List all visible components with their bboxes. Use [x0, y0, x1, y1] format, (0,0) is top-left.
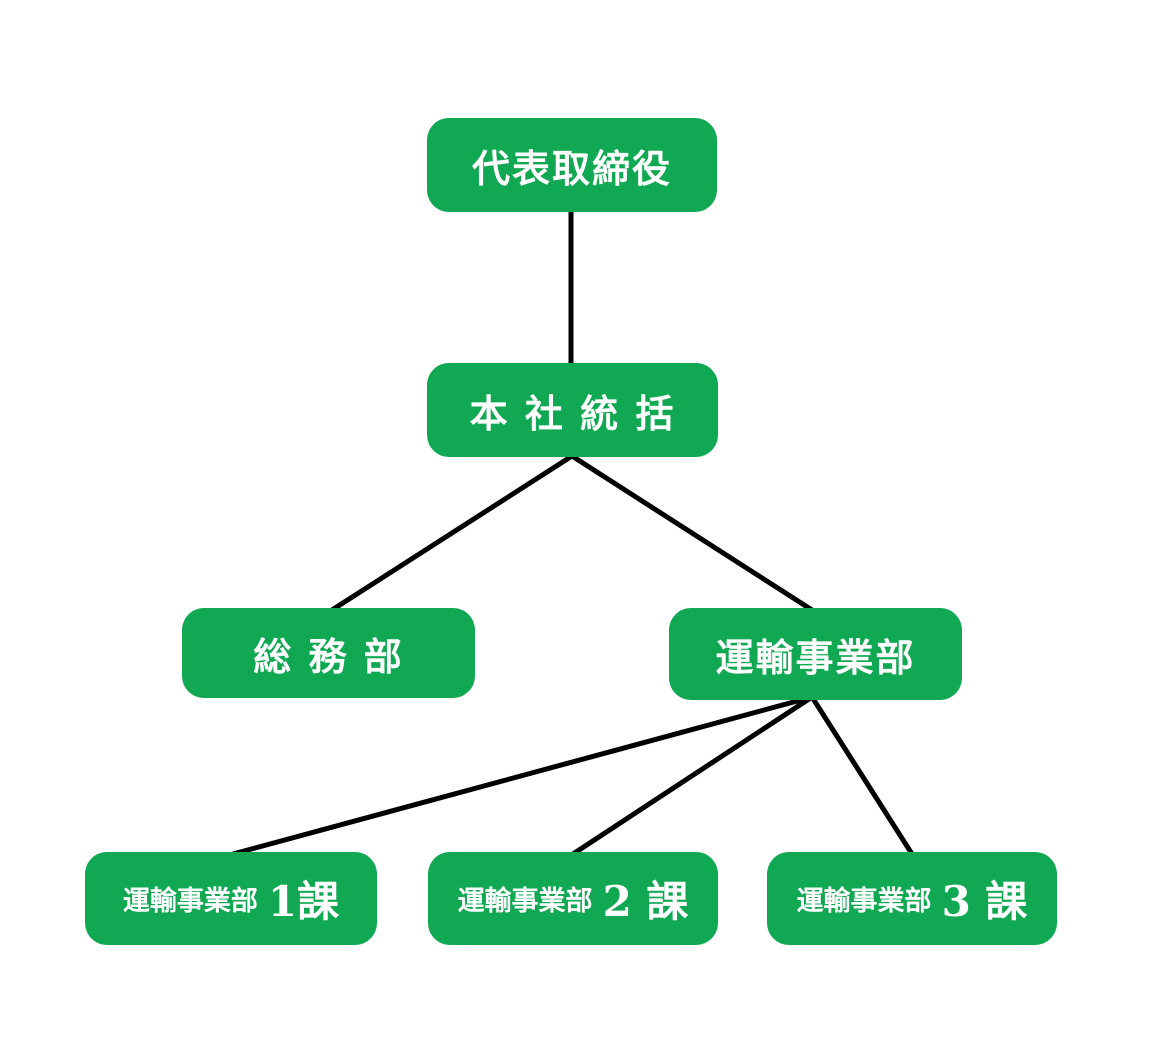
- org-node-transport-section3-suffix: 3 課: [941, 877, 1028, 926]
- edge-headquarters-transport-division: [570, 453, 814, 613]
- org-node-transport-section2-suffix: 2 課: [602, 877, 689, 926]
- org-node-general-affairs: 総 務 部: [182, 608, 475, 698]
- org-node-transport-section2: 運輸事業部 2 課: [428, 852, 718, 945]
- org-node-ceo: 代表取締役: [427, 118, 717, 212]
- org-node-transport-section1: 運輸事業部 1課: [85, 852, 377, 945]
- org-node-transport-section1-suffix: 1課: [267, 877, 340, 926]
- org-node-transport-division-label: 運輸事業部: [715, 634, 916, 680]
- edge-transport-division-section2: [571, 694, 814, 857]
- edge-transport-division-section1: [232, 694, 813, 857]
- org-node-ceo-label: 代表取締役: [471, 145, 672, 191]
- org-node-transport-section3: 運輸事業部 3 課: [767, 852, 1057, 945]
- org-node-general-affairs-label: 総 務 部: [253, 633, 404, 679]
- org-node-headquarters: 本 社 統 括: [427, 363, 718, 457]
- edge-headquarters-general-affairs: [330, 453, 574, 613]
- org-node-transport-division: 運輸事業部: [669, 608, 962, 700]
- org-node-headquarters-label: 本 社 統 括: [469, 390, 676, 436]
- edge-transport-division-section3: [809, 695, 915, 856]
- org-node-transport-section3-prefix: 運輸事業部: [796, 886, 932, 917]
- org-node-transport-section1-prefix: 運輸事業部: [122, 886, 258, 917]
- org-node-transport-section2-prefix: 運輸事業部: [457, 886, 593, 917]
